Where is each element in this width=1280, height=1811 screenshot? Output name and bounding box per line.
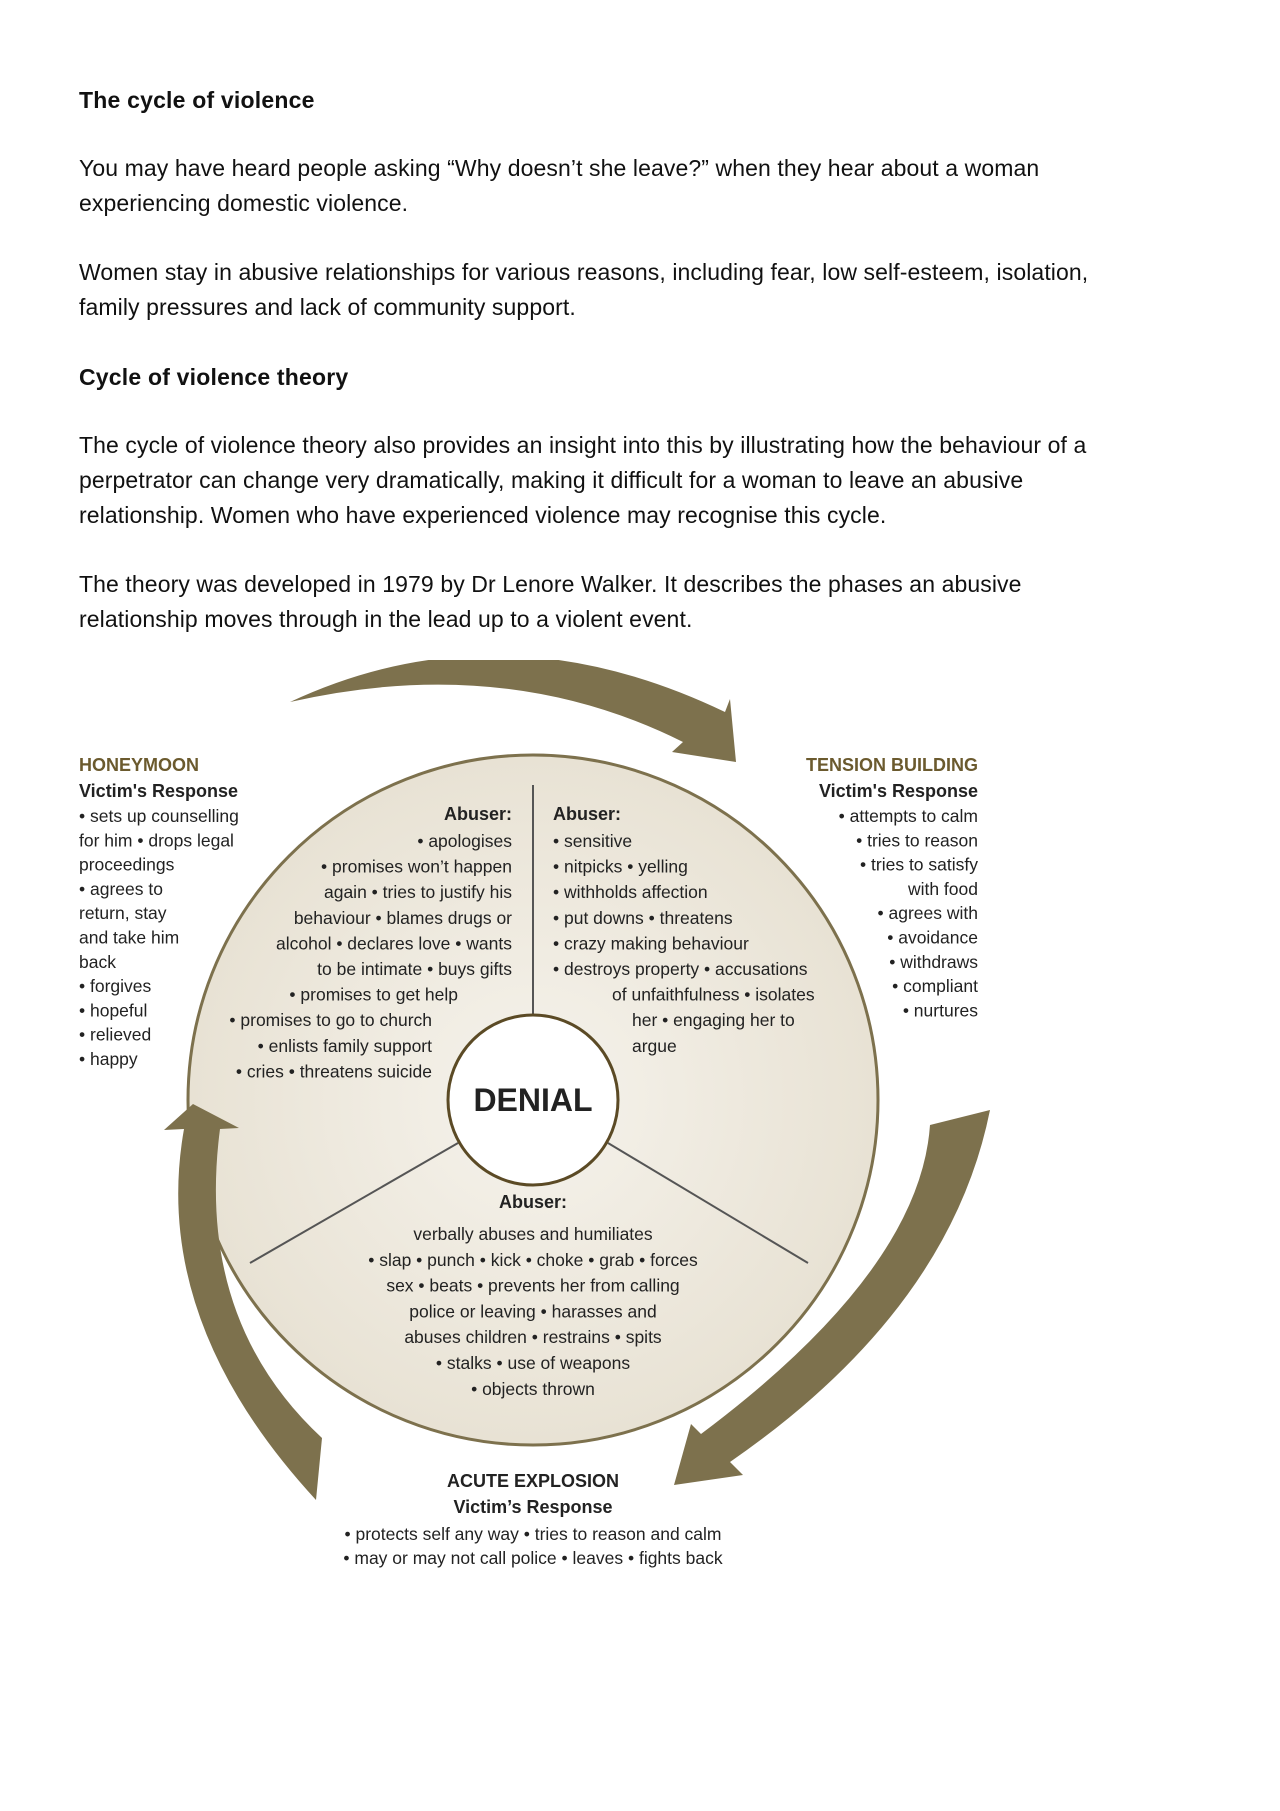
honeymoon-abuser-item: behaviour • blames drugs or: [294, 908, 512, 928]
tension-response-item: • withdraws: [889, 952, 978, 972]
honeymoon-abuser-item: • cries • threatens suicide: [236, 1061, 432, 1081]
tension-response-item: • nurtures: [903, 1000, 978, 1020]
arrow-top: [290, 660, 736, 762]
arrow-left: [164, 1104, 322, 1500]
divider-left: [249, 1142, 459, 1264]
explosion-response-item: • may or may not call police • leaves • …: [343, 1548, 722, 1568]
explosion-abuser-item: sex • beats • prevents her from calling: [386, 1276, 679, 1296]
explosion-response-list: • protects self any way • tries to reaso…: [343, 1524, 722, 1568]
tension-abuser-item: • nitpicks • yelling: [553, 857, 688, 877]
explosion-abuser-item: • slap • punch • kick • choke • grab • f…: [368, 1250, 698, 1270]
explosion-response-title: Victim’s Response: [453, 1497, 612, 1517]
honeymoon-response-item: • hopeful: [79, 1000, 147, 1020]
honeymoon-abuser-item: alcohol • declares love • wants: [276, 933, 512, 953]
heading-cycle-theory: Cycle of violence theory: [79, 364, 349, 390]
explosion-abuser-item: abuses children • restrains • spits: [404, 1327, 662, 1347]
tension-response-item: • attempts to calm: [839, 806, 978, 826]
tension-response-item: • tries to reason: [856, 830, 978, 850]
honeymoon-response-item: for him • drops legal: [79, 830, 234, 850]
honeymoon-abuser-title: Abuser:: [444, 804, 512, 824]
paragraph-line: Women stay in abusive relationships for …: [79, 259, 1089, 285]
tension-abuser-list: • sensitive • nitpicks • yelling • withhol…: [553, 831, 815, 1056]
tension-title: TENSION BUILDING: [806, 755, 978, 775]
honeymoon-abuser-list: • apologises • promises won’t happen again…: [229, 831, 512, 1081]
honeymoon-title: HONEYMOON: [79, 755, 199, 775]
honeymoon-response-item: • relieved: [79, 1025, 151, 1045]
paragraph-line: relationship. Women who have experienced…: [79, 502, 887, 528]
explosion-abuser-item: verbally abuses and humiliates: [413, 1224, 653, 1244]
heading-cycle-of-violence: The cycle of violence: [79, 87, 315, 113]
honeymoon-response-item: back: [79, 952, 116, 972]
divider-right: [607, 1142, 809, 1264]
honeymoon-response-item: • forgives: [79, 976, 152, 996]
paragraph-line: family pressures and lack of community s…: [79, 294, 576, 320]
tension-abuser-item: argue: [632, 1036, 677, 1056]
tension-abuser-item: • crazy making behaviour: [553, 933, 749, 953]
denial-label: DENIAL: [473, 1082, 592, 1118]
article: The cycle of violence You may have heard…: [79, 82, 1209, 637]
paragraph-line: experiencing domestic violence.: [79, 190, 409, 216]
paragraph-line: The cycle of violence theory also provid…: [79, 432, 1087, 458]
tension-response-item: • agrees with: [878, 903, 978, 923]
honeymoon-response-item: • sets up counselling: [79, 806, 239, 826]
honeymoon-abuser-item: to be intimate • buys gifts: [317, 959, 512, 979]
tension-abuser-item: • sensitive: [553, 831, 632, 851]
tension-response-item: • avoidance: [887, 928, 978, 948]
honeymoon-abuser-item: • promises won’t happen: [321, 857, 512, 877]
tension-panel: TENSION BUILDING Victim's Response • att…: [806, 755, 978, 1020]
explosion-abuser-item: police or leaving • harasses and: [409, 1301, 656, 1321]
honeymoon-panel: HONEYMOON Victim's Response • sets up co…: [79, 755, 239, 1069]
honeymoon-abuser-item: again • tries to justify his: [324, 882, 512, 902]
honeymoon-response-item: • happy: [79, 1049, 138, 1069]
denial-circle: [446, 1013, 620, 1187]
explosion-title: ACUTE EXPLOSION: [447, 1471, 619, 1491]
tension-response-item: • compliant: [892, 976, 978, 996]
paragraph-line: perpetrator can change very dramatically…: [79, 467, 1024, 493]
tension-response-list: • attempts to calm • tries to reason • tri…: [839, 806, 979, 1020]
honeymoon-response-item: proceedings: [79, 855, 175, 875]
honeymoon-response-item: return, stay: [79, 903, 167, 923]
tension-abuser-item: • destroys property • accusations: [553, 959, 808, 979]
explosion-response-item: • protects self any way • tries to reaso…: [344, 1524, 721, 1544]
honeymoon-response-item: • agrees to: [79, 879, 163, 899]
explosion-abuser-item: • objects thrown: [471, 1379, 595, 1399]
paragraph-line: The theory was developed in 1979 by Dr L…: [79, 571, 1022, 597]
tension-response-item: • tries to satisfy: [860, 855, 978, 875]
honeymoon-abuser-item: • promises to go to church: [229, 1010, 432, 1030]
tension-abuser-item: • put downs • threatens: [553, 908, 733, 928]
cycle-of-violence-diagram: DENIAL HONEYMOON Victim's Response • set…: [79, 660, 990, 1568]
honeymoon-response-item: and take him: [79, 928, 179, 948]
explosion-panel: ACUTE EXPLOSION Victim’s Response • prot…: [343, 1471, 722, 1568]
paragraph-line: relationship moves through in the lead u…: [79, 606, 693, 632]
honeymoon-abuser-item: • promises to get help: [289, 985, 458, 1005]
tension-abuser-item: • withholds affection: [553, 882, 708, 902]
honeymoon-abuser-item: • apologises: [417, 831, 512, 851]
tension-abuser-title: Abuser:: [553, 804, 621, 824]
tension-response-title: Victim's Response: [819, 781, 978, 801]
explosion-abuser-title: Abuser:: [499, 1192, 567, 1212]
arrow-right: [674, 1110, 990, 1485]
honeymoon-response-list: • sets up counselling for him • drops leg…: [79, 806, 239, 1069]
tension-abuser-item: of unfaithfulness • isolates: [612, 985, 815, 1005]
honeymoon-response-title: Victim's Response: [79, 781, 238, 801]
explosion-abuser-item: • stalks • use of weapons: [436, 1353, 630, 1373]
paragraph-line: You may have heard people asking “Why do…: [79, 155, 1040, 181]
tension-response-item: with food: [907, 879, 978, 899]
honeymoon-abuser-item: • enlists family support: [258, 1036, 433, 1056]
explosion-abuser-list: verbally abuses and humiliates • slap • p…: [368, 1224, 698, 1399]
tension-abuser-item: her • engaging her to: [632, 1010, 795, 1030]
